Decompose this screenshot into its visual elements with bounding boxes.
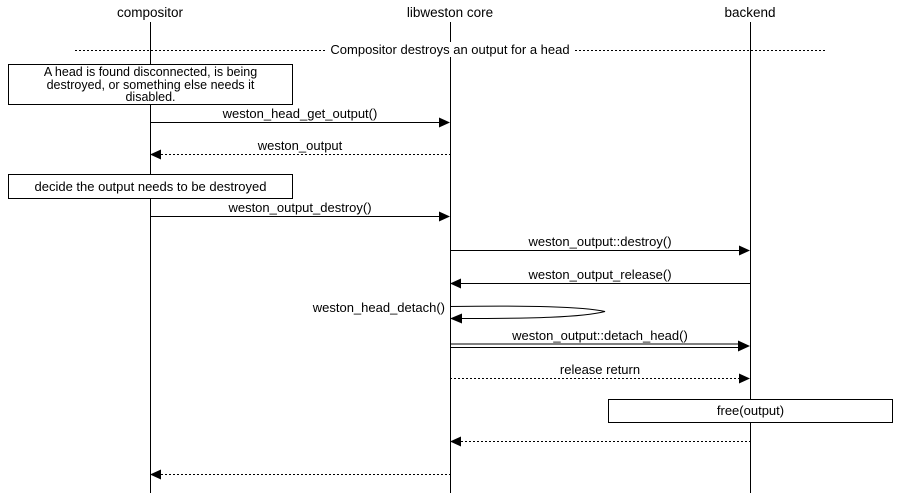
- message-label-output-destroy: weston_output_destroy(): [226, 200, 374, 215]
- note-line: destroyed, or something else needs it: [46, 77, 255, 92]
- message-label-weston-output: weston_output: [255, 138, 345, 153]
- arrowhead-left-icon: [450, 436, 461, 447]
- message-label-output-detach-head: weston_output::detach_head(): [510, 328, 690, 343]
- message-label-head-get-output: weston_head_get_output(): [220, 106, 380, 121]
- actor-libweston-core: libweston core: [406, 5, 494, 20]
- message-label-output-method-destroy: weston_output::destroy(): [526, 234, 674, 249]
- actor-backend: backend: [724, 5, 776, 20]
- message-label-head-detach: weston_head_detach(): [310, 300, 447, 315]
- arrowhead-left-icon: [150, 149, 161, 160]
- message-label-output-release: weston_output_release(): [526, 267, 674, 282]
- arrowhead-right-icon: [739, 245, 750, 256]
- box-free-output: free(output): [608, 399, 893, 423]
- message-label-release-return: release return: [557, 362, 643, 377]
- arrowhead-right-icon: [439, 211, 450, 222]
- note-decide-destroy: decide the output needs to be destroyed: [8, 174, 293, 199]
- self-call-loop: [449, 305, 606, 319]
- note-line: A head is found disconnected, is being: [43, 65, 258, 79]
- actor-compositor: compositor: [116, 5, 184, 20]
- arrowhead-left-icon: [450, 313, 462, 324]
- arrowhead-right-icon: [738, 340, 750, 352]
- note-line: disabled.: [125, 90, 176, 104]
- arrowhead-left-icon: [450, 278, 461, 289]
- arrowhead-left-icon: [150, 469, 161, 480]
- arrowhead-right-icon: [439, 117, 450, 128]
- note-head-disconnected: A head is found disconnected, is being d…: [8, 64, 293, 105]
- divider-label: Compositor destroys an output for a head: [150, 42, 750, 58]
- arrowhead-right-icon: [739, 373, 750, 384]
